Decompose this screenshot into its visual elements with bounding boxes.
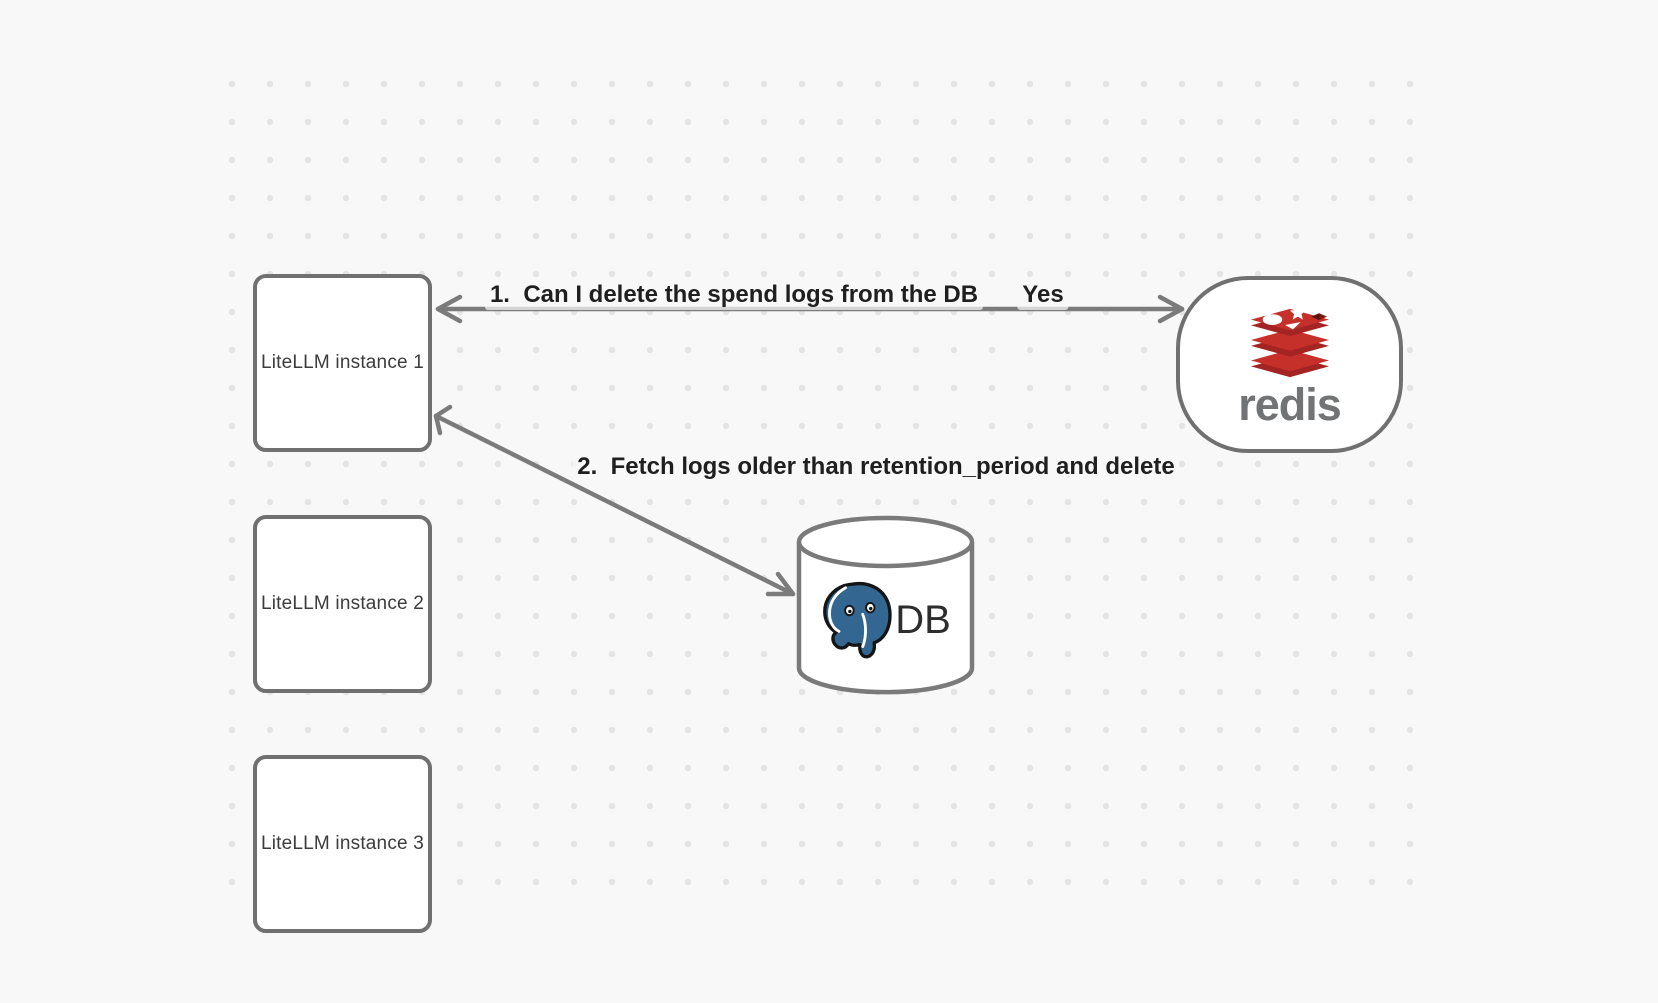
redis-node: redis bbox=[1176, 276, 1403, 453]
redis-logo-icon bbox=[1250, 304, 1329, 377]
redis-wordmark: redis bbox=[1238, 378, 1342, 430]
database-label: DB bbox=[895, 598, 951, 642]
arrow1-label: 1. Can I delete the spend logs from the … bbox=[484, 280, 984, 310]
litellm-instance-3-node: LiteLLM instance 3 bbox=[253, 755, 432, 933]
litellm-instance-2-node: LiteLLM instance 2 bbox=[253, 515, 432, 693]
database-node-content: DB bbox=[797, 572, 974, 668]
litellm-instance-1-label: LiteLLM instance 1 bbox=[260, 352, 425, 373]
arrow1-response-label: Yes bbox=[1017, 280, 1069, 310]
postgresql-logo-icon bbox=[823, 581, 892, 659]
arrow2-label: 2. Fetch logs older than retention_perio… bbox=[572, 452, 1180, 482]
arrowhead-left bbox=[435, 294, 463, 324]
arrowhead-upper bbox=[433, 404, 453, 436]
arrowhead-lower bbox=[765, 571, 796, 597]
litellm-instance-2-label: LiteLLM instance 2 bbox=[260, 593, 425, 614]
litellm-instance-1-node: LiteLLM instance 1 bbox=[253, 274, 432, 452]
litellm-instance-3-label: LiteLLM instance 3 bbox=[260, 833, 425, 854]
arrow-instance1-db bbox=[433, 413, 796, 597]
arrowhead-right bbox=[1157, 294, 1185, 324]
